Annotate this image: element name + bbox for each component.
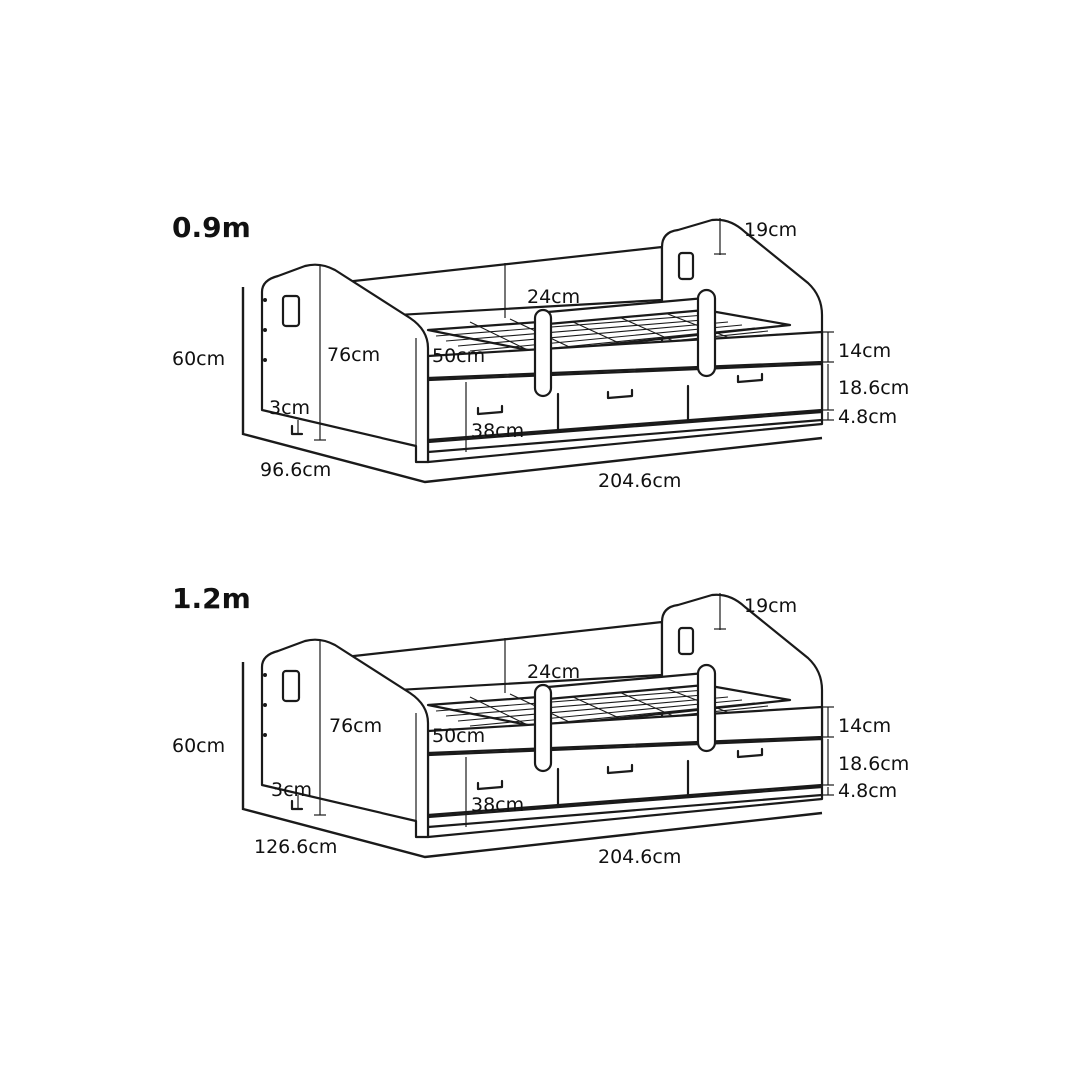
rail-gap-label: 24cm [527, 286, 580, 308]
base-height-label: 4.8cm [838, 406, 897, 428]
bed-0-9m: 0.9m 60cm 76cm 3cm 96.6cm 204.6cm 24cm 5… [172, 211, 909, 492]
total-height-label: 60cm [172, 735, 225, 757]
depth-label: 96.6cm [260, 459, 331, 481]
length-label: 204.6cm [598, 470, 681, 492]
top-step-label: 19cm [744, 595, 797, 617]
rail-height-label: 50cm [432, 345, 485, 367]
rail-gap-label: 24cm [527, 661, 580, 683]
bed-title: 1.2m [172, 582, 251, 615]
headboard-height-label: 76cm [327, 344, 380, 366]
leg-height-label: 3cm [271, 779, 312, 801]
base-height-label: 4.8cm [838, 780, 897, 802]
depth-label: 126.6cm [254, 836, 337, 858]
length-label: 204.6cm [598, 846, 681, 868]
upper-board-label: 14cm [838, 340, 891, 362]
rail-height-label: 50cm [432, 725, 485, 747]
bed-1-2m: 1.2m 60cm 76cm 3cm 126.6cm 204.6cm 24cm … [172, 582, 909, 868]
drawer-width-label: 38cm [471, 420, 524, 442]
top-step-label: 19cm [744, 219, 797, 241]
drawer-height-label: 18.6cm [838, 377, 909, 399]
headboard-height-label: 76cm [329, 715, 382, 737]
drawer-height-label: 18.6cm [838, 753, 909, 775]
total-height-label: 60cm [172, 348, 225, 370]
drawer-width-label: 38cm [471, 794, 524, 816]
upper-board-label: 14cm [838, 715, 891, 737]
leg-height-label: 3cm [269, 397, 310, 419]
bed-title: 0.9m [172, 211, 251, 244]
